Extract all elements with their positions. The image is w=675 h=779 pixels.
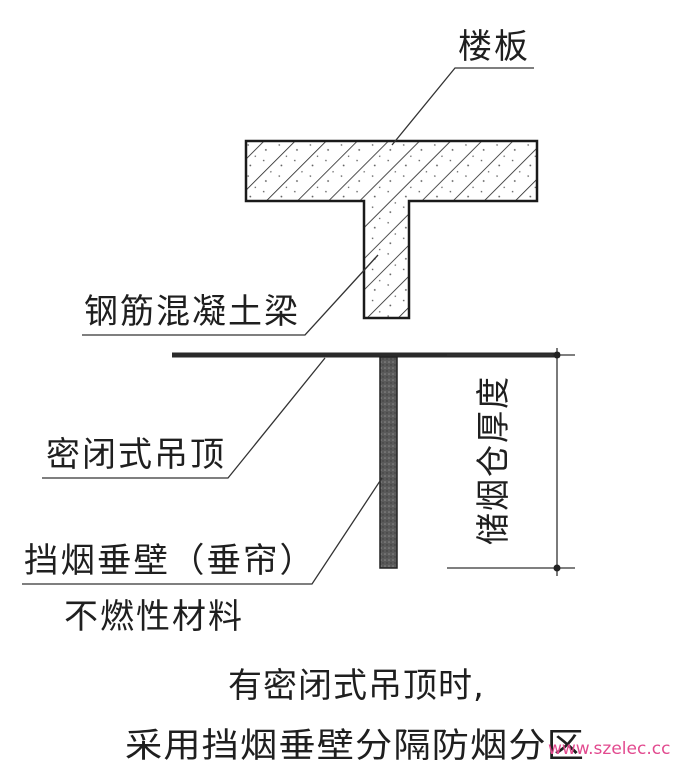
label-smoke-curtain: 挡烟垂壁（垂帘） xyxy=(24,541,316,581)
label-sealed-ceiling: 密闭式吊顶 xyxy=(46,435,226,475)
leader-sealed-ceiling xyxy=(42,357,326,479)
label-rc-beam: 钢筋混凝土梁 xyxy=(84,292,300,332)
dimension-dot-bottom xyxy=(553,564,561,572)
caption-line-2: 采用挡烟垂壁分隔防烟分区 xyxy=(125,726,585,766)
caption-line-1: 有密闭式吊顶时, xyxy=(228,666,485,706)
smoke-curtain-wall xyxy=(379,356,398,569)
label-smoke-reservoir-depth: 储烟仓厚度 xyxy=(474,375,514,545)
watermark: www.szelec.cc xyxy=(548,739,670,759)
dimension-dot-top xyxy=(553,351,561,359)
floor-slab-beam xyxy=(244,139,539,320)
leader-rc-beam xyxy=(82,254,379,336)
label-noncombustible: 不燃性材料 xyxy=(64,597,244,637)
leader-smoke-curtain xyxy=(22,477,383,585)
label-floor-slab: 楼板 xyxy=(458,27,530,67)
leader-floor-slab xyxy=(391,67,534,146)
